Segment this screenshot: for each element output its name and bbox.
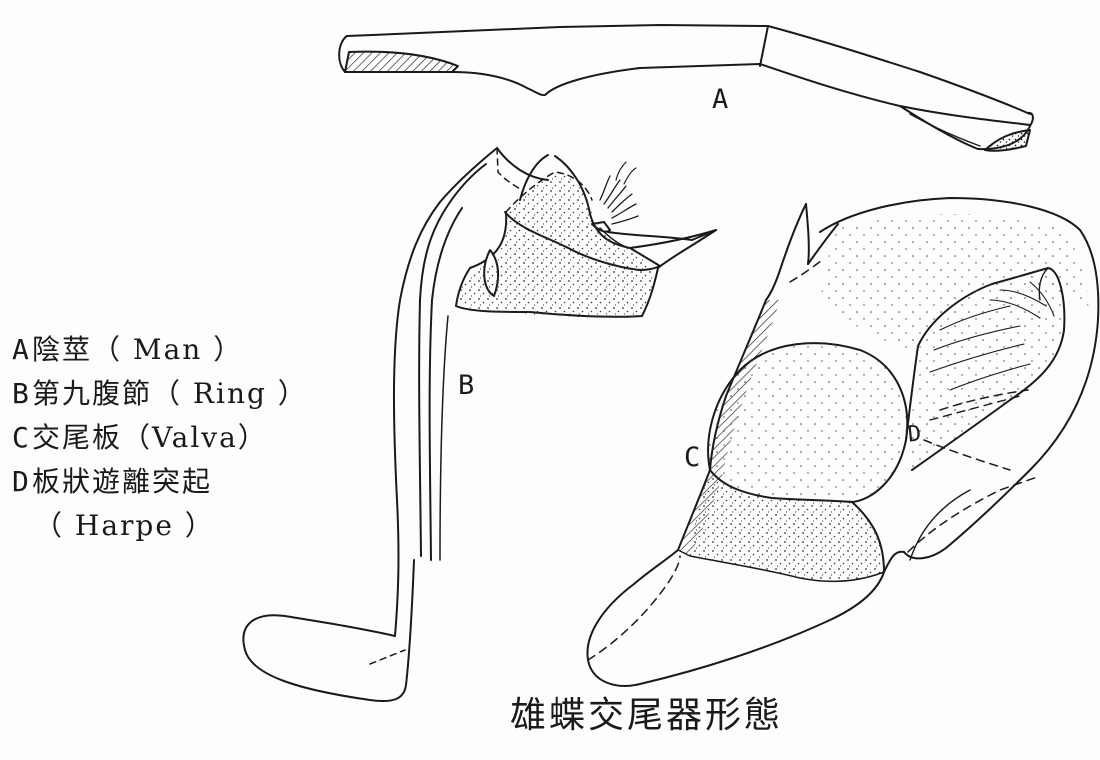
part-label-a: A [712, 86, 728, 113]
legend-key: B [12, 372, 32, 416]
part-label-c: C [684, 444, 700, 471]
legend-text: 第九腹節（ Ring ） [32, 377, 308, 410]
part-b-stipple [458, 172, 653, 318]
legend-text: 交尾板（Valva） [32, 421, 268, 454]
legend-text: 陰莖（ Man ） [32, 333, 243, 366]
legend-text: 板狀遊離突起 [32, 465, 212, 498]
legend-key: C [12, 416, 32, 460]
part-a-aedeagus [339, 25, 1033, 151]
legend-text: （ Harpe ） [34, 509, 215, 542]
legend-item-a: A陰莖（ Man ） [12, 328, 308, 372]
part-label-b: B [458, 372, 474, 399]
legend-key: A [12, 328, 32, 372]
legend-item-d: D板狀遊離突起 [12, 460, 308, 504]
legend: A陰莖（ Man ） B第九腹節（ Ring ） C交尾板（Valva） D板狀… [12, 328, 308, 548]
legend-item-b: B第九腹節（ Ring ） [12, 372, 308, 416]
part-label-d: D [907, 423, 922, 446]
legend-item-d-continued: （ Harpe ） [12, 504, 308, 548]
part-b-ring [243, 148, 716, 701]
legend-item-c: C交尾板（Valva） [12, 416, 308, 460]
legend-key: D [12, 460, 32, 504]
figure-caption: 雄蝶交尾器形態 [510, 698, 783, 734]
